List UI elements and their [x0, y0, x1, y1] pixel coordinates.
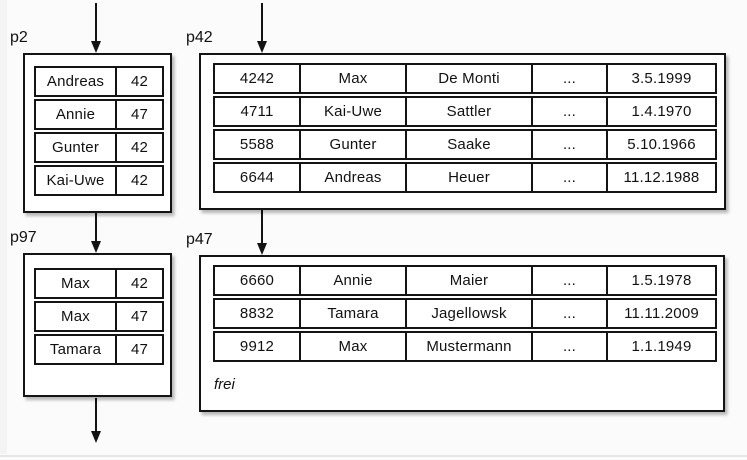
- arrow-head-icon: [257, 41, 267, 53]
- table-cell: Gunter: [51, 139, 100, 156]
- table-cell: Tamara: [49, 341, 102, 358]
- table-cell: Max: [61, 275, 90, 292]
- table-row: Max 42: [34, 268, 164, 299]
- table-cell: Annie: [55, 106, 96, 123]
- index-table-p97: Max 42 Max 47 Tamara 47: [34, 268, 164, 365]
- table-cell: 42: [115, 270, 162, 297]
- page-label-p2: p2: [10, 29, 28, 46]
- table-cell: De Monti: [405, 65, 531, 92]
- table-cell: 5.10.1966: [606, 131, 715, 158]
- table-cell: 1.5.1978: [606, 267, 715, 294]
- arrow-line: [261, 210, 263, 244]
- table-cell: Gunter: [299, 131, 405, 158]
- data-table-p47: 6660 Annie Maier ... 1.5.1978 8832 Tamar…: [213, 265, 717, 362]
- table-cell: ...: [531, 267, 606, 294]
- table-cell: Jagellowsk: [405, 300, 531, 327]
- table-cell: 42: [115, 167, 162, 194]
- table-cell: 47: [115, 303, 162, 330]
- arrow-p2-to-p97: [91, 213, 101, 253]
- table-row: Max 47: [34, 301, 164, 332]
- table-row: 8832 Tamara Jagellowsk ... 11.11.2009: [213, 298, 717, 329]
- table-cell: ...: [531, 164, 606, 191]
- table-cell: Andreas: [46, 73, 105, 90]
- table-cell: Max: [299, 333, 405, 360]
- arrow-into-p2: [91, 3, 101, 53]
- table-cell: 42: [115, 68, 162, 95]
- table-row: 4711 Kai-Uwe Sattler ... 1.4.1970: [213, 96, 717, 127]
- table-cell: Annie: [299, 267, 405, 294]
- free-space-label: frei: [214, 376, 235, 393]
- arrow-line: [261, 3, 263, 42]
- table-row: 6660 Annie Maier ... 1.5.1978: [213, 265, 717, 296]
- table-cell: Mustermann: [405, 333, 531, 360]
- table-row: Tamara 47: [34, 334, 164, 365]
- arrow-head-icon: [91, 431, 101, 443]
- table-cell: 11.12.1988: [606, 164, 715, 191]
- bottom-rule: [0, 455, 747, 457]
- arrow-line: [95, 213, 97, 242]
- table-cell: 4242: [239, 70, 275, 87]
- table-cell: 47: [115, 336, 162, 363]
- table-cell: 6644: [239, 169, 275, 186]
- table-row: 6644 Andreas Heuer ... 11.12.1988: [213, 162, 717, 193]
- arrow-head-icon: [91, 241, 101, 253]
- page-box-p97: Max 42 Max 47 Tamara 47: [23, 253, 172, 397]
- table-cell: Max: [61, 308, 90, 325]
- page-box-p2: Andreas 42 Annie 47 Gunter 42 Kai-Uwe 42: [23, 53, 172, 213]
- table-cell: 6660: [239, 272, 275, 289]
- arrow-head-icon: [91, 41, 101, 53]
- table-cell: 3.5.1999: [606, 65, 715, 92]
- table-cell: Saake: [405, 131, 531, 158]
- table-cell: ...: [531, 131, 606, 158]
- table-row: 9912 Max Mustermann ... 1.1.1949: [213, 331, 717, 362]
- table-cell: ...: [531, 333, 606, 360]
- table-row: Annie 47: [34, 99, 164, 130]
- table-cell: 8832: [239, 305, 275, 322]
- data-table-p42: 4242 Max De Monti ... 3.5.1999 4711 Kai-…: [213, 63, 717, 193]
- page-box-p42: 4242 Max De Monti ... 3.5.1999 4711 Kai-…: [199, 53, 726, 210]
- arrow-into-p42: [257, 3, 267, 53]
- index-table-p2: Andreas 42 Annie 47 Gunter 42 Kai-Uwe 42: [34, 66, 164, 196]
- page-label-p97: p97: [10, 229, 37, 246]
- table-cell: Heuer: [405, 164, 531, 191]
- table-cell: 5588: [239, 136, 275, 153]
- table-row: 4242 Max De Monti ... 3.5.1999: [213, 63, 717, 94]
- table-row: Kai-Uwe 42: [34, 165, 164, 196]
- table-cell: Sattler: [405, 98, 531, 125]
- table-cell: 11.11.2009: [606, 300, 715, 327]
- arrow-line: [95, 398, 97, 432]
- table-cell: 9912: [239, 338, 275, 355]
- arrow-line: [95, 3, 97, 42]
- page-label-p42: p42: [186, 29, 213, 46]
- table-cell: ...: [531, 300, 606, 327]
- table-cell: Tamara: [299, 300, 405, 327]
- table-cell: ...: [531, 65, 606, 92]
- page-label-p47: p47: [186, 231, 213, 248]
- table-cell: 47: [115, 101, 162, 128]
- table-cell: ...: [531, 98, 606, 125]
- table-cell: Maier: [405, 267, 531, 294]
- table-row: 5588 Gunter Saake ... 5.10.1966: [213, 129, 717, 160]
- page-box-p47: 6660 Annie Maier ... 1.5.1978 8832 Tamar…: [199, 255, 725, 412]
- table-cell: Andreas: [299, 164, 405, 191]
- table-cell: Max: [299, 65, 405, 92]
- arrow-p42-to-p47: [257, 210, 267, 255]
- table-row: Andreas 42: [34, 66, 164, 97]
- table-cell: 42: [115, 134, 162, 161]
- arrow-out-of-p97: [91, 398, 101, 443]
- table-row: Gunter 42: [34, 132, 164, 163]
- table-cell: 4711: [240, 103, 274, 120]
- table-cell: Kai-Uwe: [46, 172, 105, 189]
- left-edge-strip: [0, 0, 7, 454]
- table-cell: Kai-Uwe: [299, 98, 405, 125]
- table-cell: 1.4.1970: [606, 98, 715, 125]
- table-cell: 1.1.1949: [606, 333, 715, 360]
- arrow-head-icon: [257, 243, 267, 255]
